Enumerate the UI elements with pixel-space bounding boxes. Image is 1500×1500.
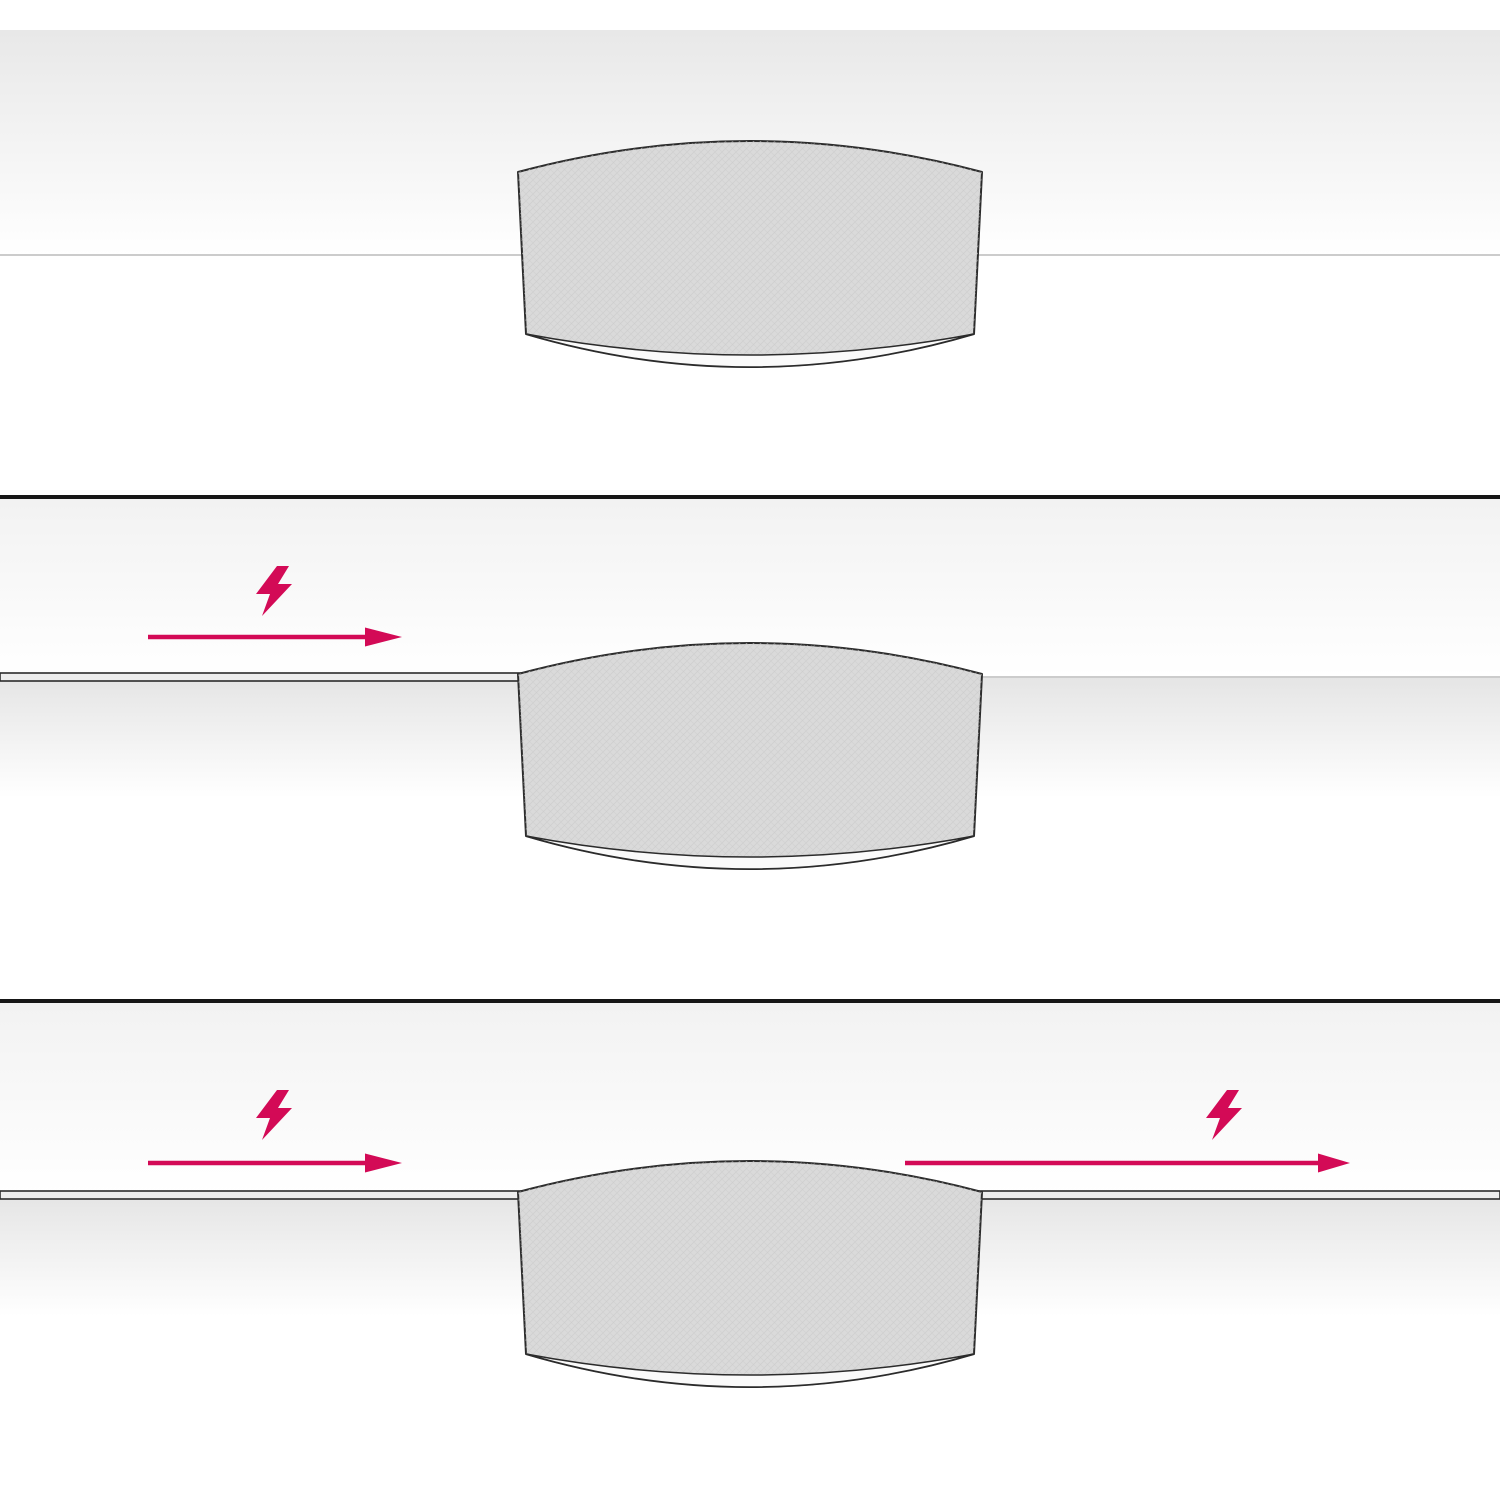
current-direction-arrow-icon-right — [905, 1153, 1350, 1173]
current-direction-arrow-icon-left — [148, 627, 402, 647]
flat-power-cable-left — [0, 672, 561, 682]
flat-power-cable-right — [939, 1190, 1500, 1200]
panel-cable-in-left — [0, 499, 1500, 999]
panel-divider — [0, 999, 1500, 1003]
flat-power-cable-left — [0, 1190, 561, 1200]
current-direction-arrow-icon-left — [148, 1153, 402, 1173]
drum-lampshade — [517, 1160, 983, 1388]
panel-divider — [0, 495, 1500, 499]
panel-cable-through — [0, 1003, 1500, 1500]
drum-lampshade — [517, 140, 983, 368]
panel-no-cable — [0, 0, 1500, 495]
drum-lampshade — [517, 642, 983, 870]
